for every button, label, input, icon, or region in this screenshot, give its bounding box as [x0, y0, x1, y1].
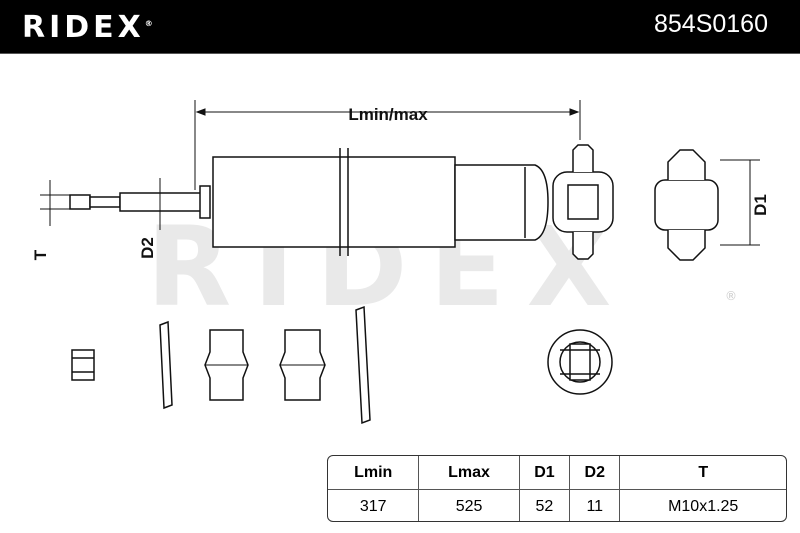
dim-label-d2: D2 [138, 237, 157, 259]
spec-value-d2: 11 [569, 489, 621, 521]
eye-bushing-front-view [547, 329, 613, 395]
spec-header-t: T [619, 456, 786, 490]
washer-right [355, 305, 371, 425]
part-number: 854S0160 [653, 10, 768, 38]
spec-header-row: Lmin Lmax D1 D2 T [328, 456, 786, 490]
spec-header-d2: D2 [569, 456, 621, 490]
dim-label-d1: D1 [751, 194, 770, 216]
shock-body [212, 156, 456, 248]
header-bar: RIDEX® 854S0160 [0, 0, 800, 54]
shock-side-view [69, 144, 719, 261]
dimension-lines [40, 100, 760, 246]
spec-value-row: 317 525 52 11 M10x1.25 [328, 489, 786, 521]
spec-value-d1: 52 [518, 489, 571, 521]
loose-parts [71, 305, 613, 425]
brand-logo: RIDEX® [22, 10, 153, 45]
thread-end [69, 194, 91, 210]
watermark-registered: ® [725, 289, 737, 303]
spec-table: Lmin Lmax D1 D2 T 317 525 52 11 M10x1.25 [327, 455, 787, 522]
piston-rod [119, 192, 206, 212]
eye-end-view [654, 179, 719, 231]
spec-header-lmax: Lmax [418, 456, 520, 490]
nut [71, 349, 95, 381]
spec-value-lmin: 317 [328, 489, 420, 521]
dim-label-t: T [31, 249, 50, 260]
washer-left [159, 320, 173, 410]
spec-header-lmin: Lmin [328, 456, 420, 490]
spec-value-lmax: 525 [418, 489, 520, 521]
spec-value-t: M10x1.25 [619, 489, 786, 521]
spec-header-d1: D1 [518, 456, 571, 490]
dim-label-length: Lmin/max [348, 105, 428, 124]
